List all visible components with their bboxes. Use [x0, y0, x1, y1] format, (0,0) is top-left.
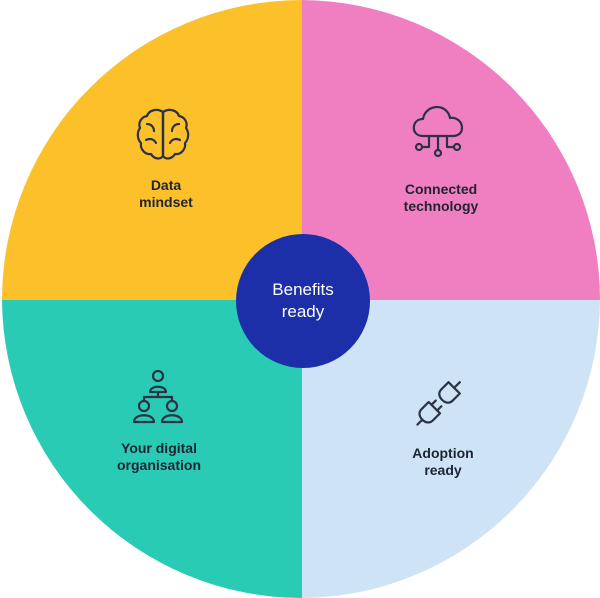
cloud-network-icon: [412, 105, 464, 158]
label-line: Adoption: [412, 445, 474, 461]
hub-line: Benefits: [272, 280, 334, 299]
brain-icon: [136, 108, 190, 160]
plug-connect-icon: [416, 381, 461, 426]
quadrant-adoption-ready: [302, 300, 600, 598]
label-line: Data: [150, 177, 182, 193]
label-line: ready: [424, 462, 462, 478]
quadrant-your-digital-organisation: [2, 300, 302, 598]
quadrant-connected-technology: [302, 0, 600, 300]
label-line: organisation: [116, 457, 201, 473]
hub-line: ready: [281, 302, 325, 321]
label-line: Connected: [404, 181, 478, 197]
label-line: Your digital: [121, 440, 197, 456]
label-data-mindset: Data mindset: [76, 177, 256, 211]
quadrant-data-mindset: [2, 0, 302, 300]
label-your-digital-organisation: Your digital organisation: [69, 440, 249, 474]
label-adoption-ready: Adoption ready: [353, 445, 533, 479]
team-hierarchy-icon: [132, 369, 184, 424]
hub-benefits-ready: Benefits ready: [236, 234, 370, 368]
label-line: technology: [403, 198, 479, 214]
label-connected-technology: Connected technology: [351, 181, 531, 215]
label-line: mindset: [139, 194, 193, 210]
